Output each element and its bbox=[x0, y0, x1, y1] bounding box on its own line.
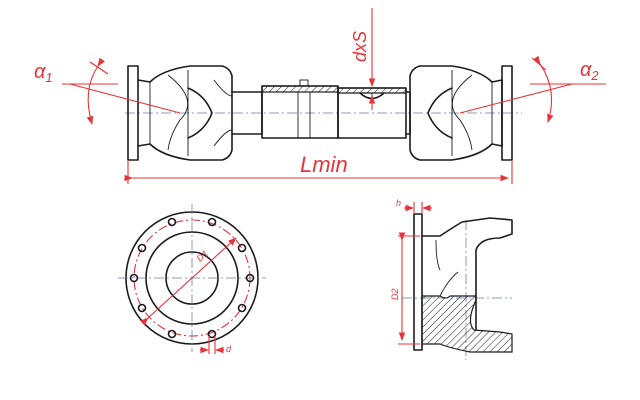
slip-joint bbox=[261, 85, 339, 139]
length-label: Lmin bbox=[300, 152, 348, 177]
tube-dimension: dxS bbox=[350, 8, 376, 110]
left-flange-yoke bbox=[137, 65, 233, 161]
tube-dim-label: dxS bbox=[350, 31, 370, 62]
bolt-hole bbox=[237, 243, 247, 253]
left-flange bbox=[127, 65, 139, 161]
spigot-diameter-label: D2 bbox=[390, 288, 400, 300]
flange-thickness-label: h bbox=[396, 198, 401, 208]
length-dimension: Lmin bbox=[124, 152, 513, 184]
bolt-hole bbox=[245, 273, 255, 283]
flange-section-view: h D2 bbox=[390, 198, 513, 360]
alpha2-dimension: α2 bbox=[459, 55, 606, 124]
section-flange-plate bbox=[413, 213, 423, 351]
bolt-hole bbox=[167, 329, 177, 339]
bolt-hole bbox=[137, 243, 147, 253]
alpha1-label: α1 bbox=[34, 61, 53, 85]
bolt-hole bbox=[237, 303, 247, 313]
alpha1-dimension: α1 bbox=[34, 57, 181, 126]
alpha2-label: α2 bbox=[580, 59, 599, 83]
bolt-circle-label: D1 bbox=[195, 248, 210, 263]
section-hatch bbox=[421, 295, 513, 353]
flange-end-view: D1 d bbox=[118, 204, 266, 354]
shaft-side-view bbox=[125, 65, 522, 161]
bolt-hole bbox=[207, 217, 217, 227]
bolt-hole bbox=[137, 303, 147, 313]
bolt-hole bbox=[129, 273, 139, 283]
right-flange-yoke bbox=[409, 65, 503, 161]
bolt-hole-label: d bbox=[226, 344, 232, 354]
bolt-hole bbox=[207, 329, 217, 339]
bolt-hole bbox=[167, 217, 177, 227]
